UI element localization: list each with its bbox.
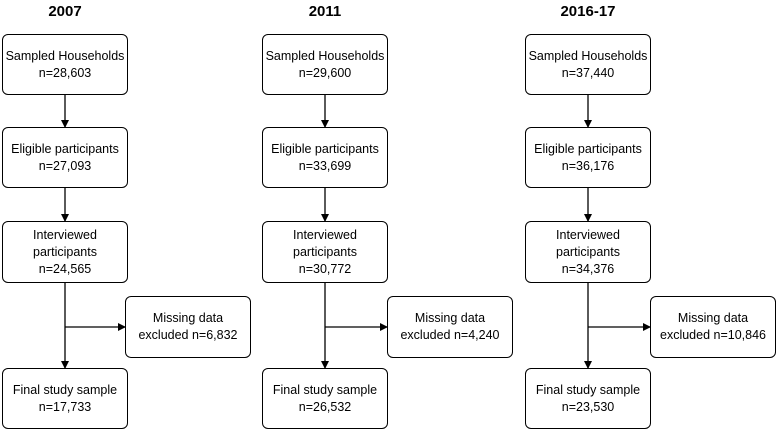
box-label: Interviewed	[556, 227, 620, 242]
box-label: participants	[556, 244, 620, 259]
box-label: Eligible participants	[271, 141, 379, 156]
box-count: n=28,603	[38, 65, 92, 80]
box-label: Missing data	[152, 311, 224, 325]
box-count: excluded n=6,832	[138, 328, 238, 342]
box-count: n=33,699	[298, 158, 352, 173]
box-label: participants	[293, 244, 357, 259]
box-label: Missing data	[414, 311, 486, 325]
box-label: Eligible participants	[11, 141, 119, 156]
box-count: n=36,176	[561, 158, 615, 173]
interviewed-participants-box: Interviewed participants n=30,772	[262, 221, 388, 283]
sampled-households-box: Sampled Households n=37,440	[525, 34, 651, 95]
column-title: 2016-17	[560, 3, 616, 20]
box-count: n=29,600	[298, 65, 352, 80]
sampled-households-box: Sampled Households n=29,600	[262, 34, 388, 95]
box-count: n=24,565	[38, 261, 92, 276]
box-label: Final study sample	[535, 382, 641, 397]
column-title: 2011	[308, 3, 342, 20]
box-label: Final study sample	[12, 382, 118, 397]
box-count: n=23,530	[561, 399, 615, 414]
final-study-sample-box: Final study sample n=17,733	[2, 368, 128, 429]
final-study-sample-box: Final study sample n=26,532	[262, 368, 388, 429]
eligible-participants-box: Eligible participants n=33,699	[262, 127, 388, 188]
box-count: excluded n=4,240	[400, 328, 500, 342]
eligible-participants-box: Eligible participants n=36,176	[525, 127, 651, 188]
box-label: Sampled Households	[5, 48, 125, 63]
missing-data-box: Missing data excluded n=4,240	[387, 296, 513, 358]
missing-data-box: Missing data excluded n=10,846	[650, 296, 776, 358]
box-count: excluded n=10,846	[660, 328, 766, 342]
sampled-households-box: Sampled Households n=28,603	[2, 34, 128, 95]
box-label: participants	[33, 244, 97, 259]
box-count: n=26,532	[298, 399, 352, 414]
box-label: Interviewed	[293, 227, 357, 242]
final-study-sample-box: Final study sample n=23,530	[525, 368, 651, 429]
column-title: 2007	[48, 3, 82, 20]
eligible-participants-box: Eligible participants n=27,093	[2, 127, 128, 188]
box-count: n=27,093	[38, 158, 92, 173]
box-label: Sampled Households	[265, 48, 385, 63]
box-count: n=17,733	[38, 399, 92, 414]
interviewed-participants-box: Interviewed participants n=34,376	[525, 221, 651, 283]
box-label: Interviewed	[33, 227, 97, 242]
box-count: n=30,772	[298, 261, 352, 276]
box-label: Final study sample	[272, 382, 378, 397]
box-count: n=37,440	[561, 65, 615, 80]
box-count: n=34,376	[561, 261, 615, 276]
box-label: Sampled Households	[528, 48, 648, 63]
box-label: Eligible participants	[534, 141, 642, 156]
missing-data-box: Missing data excluded n=6,832	[125, 296, 251, 358]
box-label: Missing data	[677, 311, 749, 325]
interviewed-participants-box: Interviewed participants n=24,565	[2, 221, 128, 283]
